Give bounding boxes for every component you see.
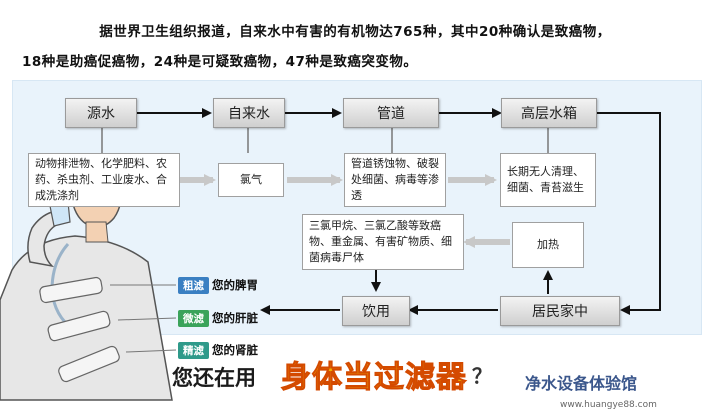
stage-source: 源水 <box>65 98 137 128</box>
stage-tap-water: 自来水 <box>213 98 285 128</box>
stage-drink: 饮用 <box>342 296 410 326</box>
box-chlorine: 氯气 <box>218 163 284 197</box>
filter-badge-coarse: 粗滤 <box>178 277 209 294</box>
box-tank-pollutants: 长期无人清理、细菌、青苔滋生 <box>500 153 596 207</box>
question-mark: ？ <box>472 364 492 388</box>
intro-line-1: 据世界卫生组织报道，自来水中有害的有机物达765种，其中20种确认是致癌物， <box>99 24 611 40</box>
box-heating: 加热 <box>512 222 584 268</box>
stage-water-tank: 高层水箱 <box>501 98 597 128</box>
question-prefix: 您还在用 <box>172 366 256 390</box>
box-source-pollutants: 动物排泄物、化学肥料、农药、杀虫剂、工业废水、合成洗涤剂 <box>28 153 180 207</box>
organ-label-kidney: 您的肾脏 <box>212 343 258 357</box>
watermark-url: www.huangye88.com <box>560 400 657 410</box>
question-highlight: 身体当过滤器 <box>281 360 467 396</box>
stage-pipe: 管道 <box>343 98 439 128</box>
box-pipe-pollutants: 管道锈蚀物、破裂处细菌、病毒等渗透 <box>344 153 446 207</box>
stage-home: 居民家中 <box>500 296 620 326</box>
filter-badge-fine: 精滤 <box>178 342 209 359</box>
box-result-contaminants: 三氯甲烷、三氯乙酸等致癌物、重金属、有害矿物质、细菌病毒尸体 <box>302 214 464 270</box>
watermark-text: 净水设备体验馆 <box>525 374 638 393</box>
intro-line-2: 18种是助癌促癌物，24种是可疑致癌物，47种是致癌突变物。 <box>22 54 418 70</box>
organ-label-liver: 您的肝脏 <box>212 311 258 325</box>
organ-label-stomach: 您的脾胃 <box>212 278 258 292</box>
filter-badge-micro: 微滤 <box>178 310 209 327</box>
